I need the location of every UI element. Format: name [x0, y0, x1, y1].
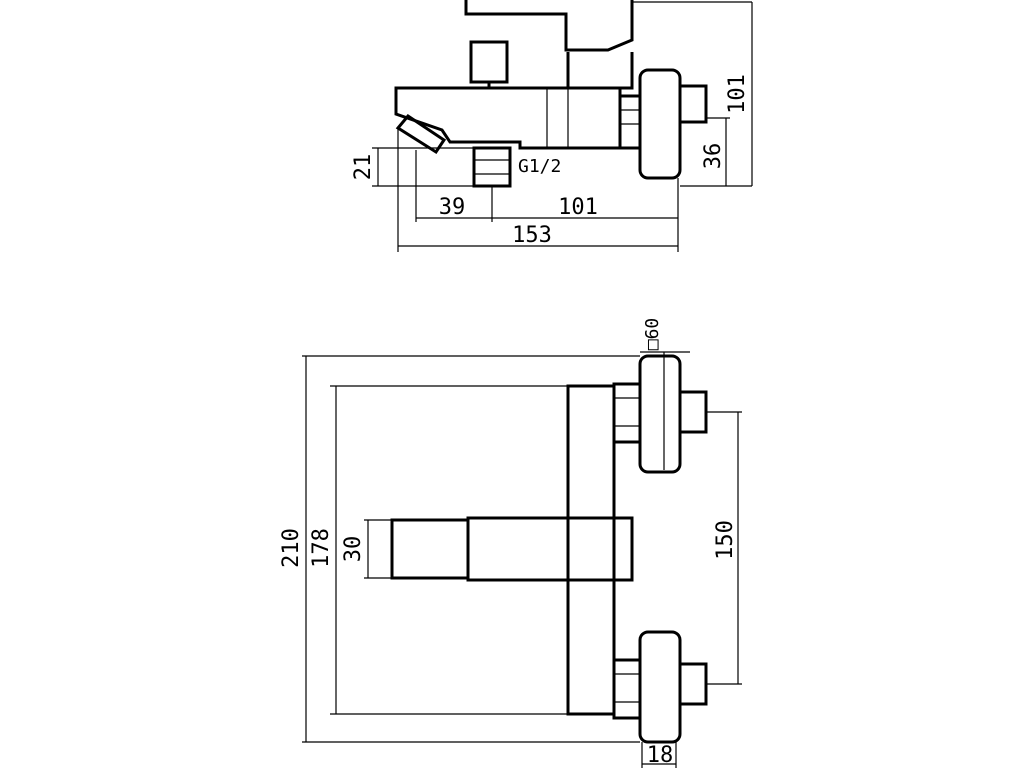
lever-handle: [464, 0, 634, 52]
dim-spout-offset: 39: [439, 195, 466, 220]
dim-spout-height: 21: [351, 154, 376, 181]
outlet-thread: [472, 146, 512, 188]
dim-total-length: 153: [512, 223, 552, 248]
upper-pipe: [678, 390, 708, 434]
upper-escutcheon: [638, 354, 682, 474]
dim-outlet-spacing: 101: [558, 195, 598, 220]
spout-front: [390, 518, 470, 580]
dim-escutcheon: □60: [642, 318, 663, 351]
lower-escutcheon: [638, 630, 682, 744]
lower-pipe: [678, 662, 708, 706]
eccentric-pipe: [678, 84, 708, 124]
lower-nut: [612, 658, 642, 720]
spout-tip: [395, 114, 447, 155]
dim-depth: 18: [647, 743, 674, 768]
dim-spout-width: 30: [341, 536, 366, 563]
body-column: [566, 384, 616, 716]
dim-outlet-height: 36: [701, 143, 726, 170]
diverter-knob: [469, 40, 509, 84]
connection-nut: [618, 94, 642, 150]
upper-nut: [612, 382, 642, 444]
front-view: □60 210 178 30 150 18: [279, 318, 742, 768]
side-view: 101 36 21 G1/2 39 101 153: [351, 0, 753, 252]
cartridge-cap: [566, 52, 634, 90]
center-block: [466, 516, 634, 582]
dim-centers: 150: [713, 520, 738, 560]
thread-label: G1/2: [518, 156, 561, 177]
escutcheon-side: [638, 68, 682, 180]
dim-total-width: 210: [279, 528, 304, 568]
mixer-body: [394, 86, 622, 150]
dim-height-total: 101: [725, 74, 750, 114]
dim-body-width: 178: [309, 528, 334, 568]
